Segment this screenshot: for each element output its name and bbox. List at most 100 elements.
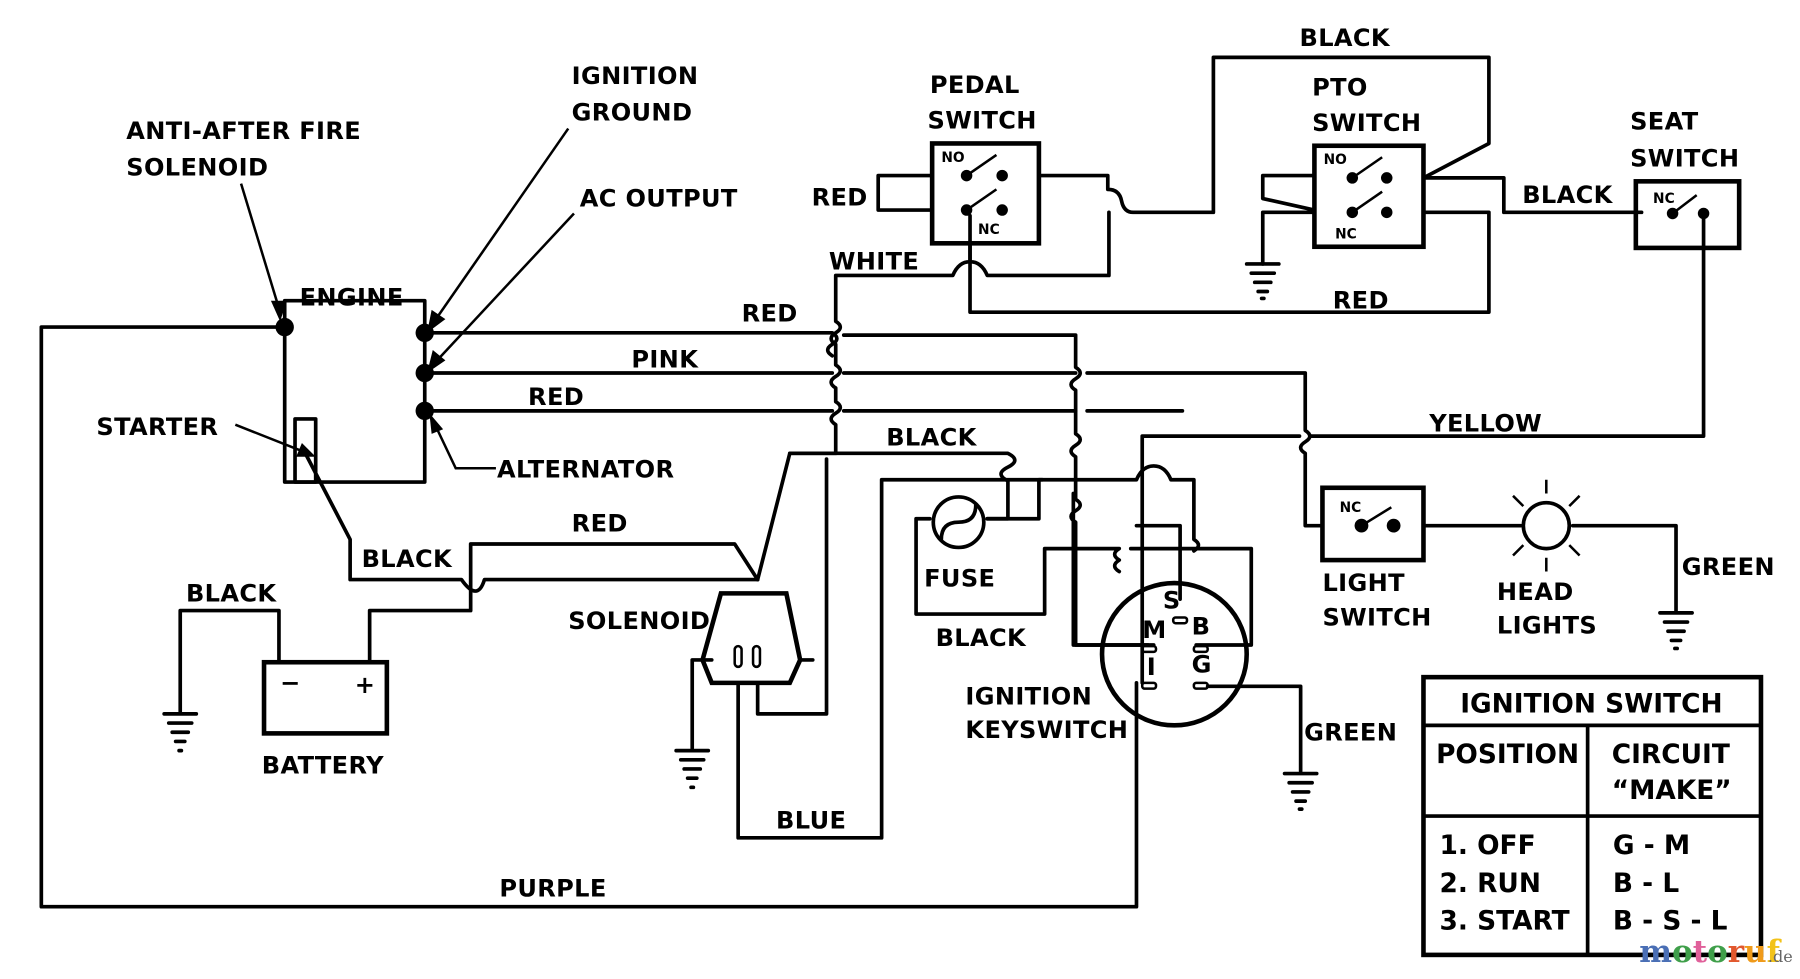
terminal-s — [1171, 616, 1189, 625]
wire-label-purple: PURPLE — [499, 874, 606, 902]
switch-blade — [965, 153, 998, 177]
starter-arrowhead — [296, 443, 316, 457]
seat-switch-label-1: SEAT — [1630, 108, 1699, 136]
switch-blade — [1351, 156, 1383, 179]
table-header-position: POSITION — [1436, 739, 1579, 770]
wire-label-green-keyswitch: GREEN — [1304, 718, 1397, 746]
switch-blade — [1351, 190, 1383, 214]
pedal-switch-label-2: SWITCH — [928, 107, 1037, 135]
ignition-switch-table: IGNITION SWITCH POSITION CIRCUIT “MAKE” … — [1421, 674, 1764, 958]
wire-red-battery — [367, 542, 760, 662]
battery-negative: − — [280, 669, 301, 697]
wire-label-blue: BLUE — [776, 807, 846, 835]
keyswitch-g: G — [1192, 651, 1212, 679]
contact — [996, 204, 1008, 216]
wires — [39, 55, 1706, 909]
wire-labels: RED PINK RED BLACK BLACK RED BLACK BLACK… — [186, 24, 1775, 902]
wire-label-black-mid: BLACK — [886, 423, 977, 451]
light-nc-label: NC — [1340, 500, 1362, 516]
ground-icon — [1282, 771, 1319, 811]
table-row-circuit: B - L — [1613, 868, 1679, 899]
ground-icon — [1244, 262, 1281, 301]
table-row-circuit: B - S - L — [1613, 906, 1728, 937]
wire-purple — [39, 325, 1139, 909]
pedal-switch: NO NC — [929, 141, 1042, 246]
keyswitch-b: B — [1192, 613, 1211, 641]
fuse — [931, 495, 986, 550]
keyswitch-body — [1099, 580, 1249, 728]
pto-switch-box — [1312, 143, 1426, 250]
battery: − + — [261, 659, 390, 736]
light-switch: NC — [1320, 485, 1426, 563]
watermark-letter: o — [1707, 934, 1728, 970]
wire-label-red-pto: RED — [1333, 287, 1389, 315]
terminal-g — [1192, 681, 1209, 690]
wire-label-red-top: RED — [742, 299, 798, 327]
light-switch-box — [1320, 485, 1426, 563]
light-switch-label-2: SWITCH — [1322, 604, 1431, 632]
solenoid — [700, 591, 815, 686]
wire-label-black-top: BLACK — [1299, 24, 1390, 52]
terminal-l — [1140, 681, 1158, 690]
wire-green-keyswitch — [1205, 684, 1303, 774]
contact — [1380, 206, 1393, 219]
watermark-letter: m — [1639, 934, 1672, 970]
keyswitch-s: S — [1163, 586, 1181, 614]
anti-after-fire-label-1: ANTI-AFTER FIRE — [126, 117, 361, 145]
table-row-position: 3. START — [1440, 906, 1570, 937]
table-row-position: 2. RUN — [1440, 868, 1541, 899]
lamp-bulb — [1521, 500, 1572, 551]
lamp-rays — [1512, 479, 1581, 572]
anti-after-fire-label-2: SOLENOID — [126, 154, 268, 182]
pto-no-label: NO — [1324, 152, 1348, 168]
wire-label-yellow: YELLOW — [1428, 410, 1542, 438]
watermark: motoruf .de — [1639, 934, 1792, 970]
watermark-text: motoruf — [1639, 934, 1781, 970]
pedal-nc-label: NC — [978, 222, 1000, 238]
wire-label-black-battery: BLACK — [186, 579, 277, 607]
table-row-circuit: G - M — [1613, 830, 1690, 861]
wire-label-black-fuse: BLACK — [936, 624, 1027, 652]
switch-blade — [965, 188, 998, 212]
wire-keyswitch-s — [1134, 523, 1182, 601]
ground-icon — [162, 712, 199, 753]
starter-box — [293, 417, 318, 484]
solenoid-terminal — [733, 644, 743, 669]
light-switch-label-1: LIGHT — [1322, 569, 1405, 597]
table-header-circuit-2: “MAKE” — [1612, 775, 1732, 806]
alternator-arrow — [432, 421, 496, 470]
contact — [1354, 518, 1369, 533]
seat-switch-label-2: SWITCH — [1630, 144, 1739, 172]
table-divider — [1421, 723, 1763, 957]
keyswitch-label-1: IGNITION — [965, 683, 1092, 711]
pointer-arrows — [234, 127, 575, 470]
wire-label-red-battery: RED — [572, 509, 628, 537]
wire-pedal-nc — [968, 210, 1491, 315]
component-labels: ANTI-AFTER FIRE SOLENOID IGNITION GROUND… — [96, 62, 1739, 780]
solenoid-body — [700, 591, 803, 686]
wire-pto-left — [1260, 173, 1317, 212]
keyswitch-label-2: KEYSWITCH — [965, 716, 1128, 744]
table-row-position: 1. OFF — [1440, 830, 1536, 861]
wire-black-starter — [303, 451, 760, 593]
ground-icon — [1658, 611, 1694, 651]
watermark-letter: t — [1693, 934, 1708, 970]
keyswitch-m: M — [1142, 616, 1166, 644]
watermark-suffix: .de — [1768, 947, 1793, 966]
head-lights-label-1: HEAD — [1497, 578, 1574, 606]
pto-switch-label-2: SWITCH — [1312, 109, 1421, 137]
wire-pedal-to-pto — [1037, 55, 1491, 215]
wire-label-red-mid: RED — [528, 383, 584, 411]
seat-switch-box — [1633, 179, 1742, 251]
solenoid-label: SOLENOID — [568, 607, 710, 635]
battery-positive: + — [355, 671, 376, 699]
wire-yellow — [1140, 213, 1706, 685]
fuse-label: FUSE — [924, 564, 995, 592]
wire-solenoid-terminal — [755, 457, 829, 716]
ignition-ground-arrowhead — [427, 309, 446, 333]
ignition-ground-arrow — [431, 127, 570, 325]
wire-pto-ground — [1260, 210, 1317, 266]
pedal-switch-box — [929, 141, 1042, 246]
table-header-circuit-1: CIRCUIT — [1612, 739, 1730, 770]
